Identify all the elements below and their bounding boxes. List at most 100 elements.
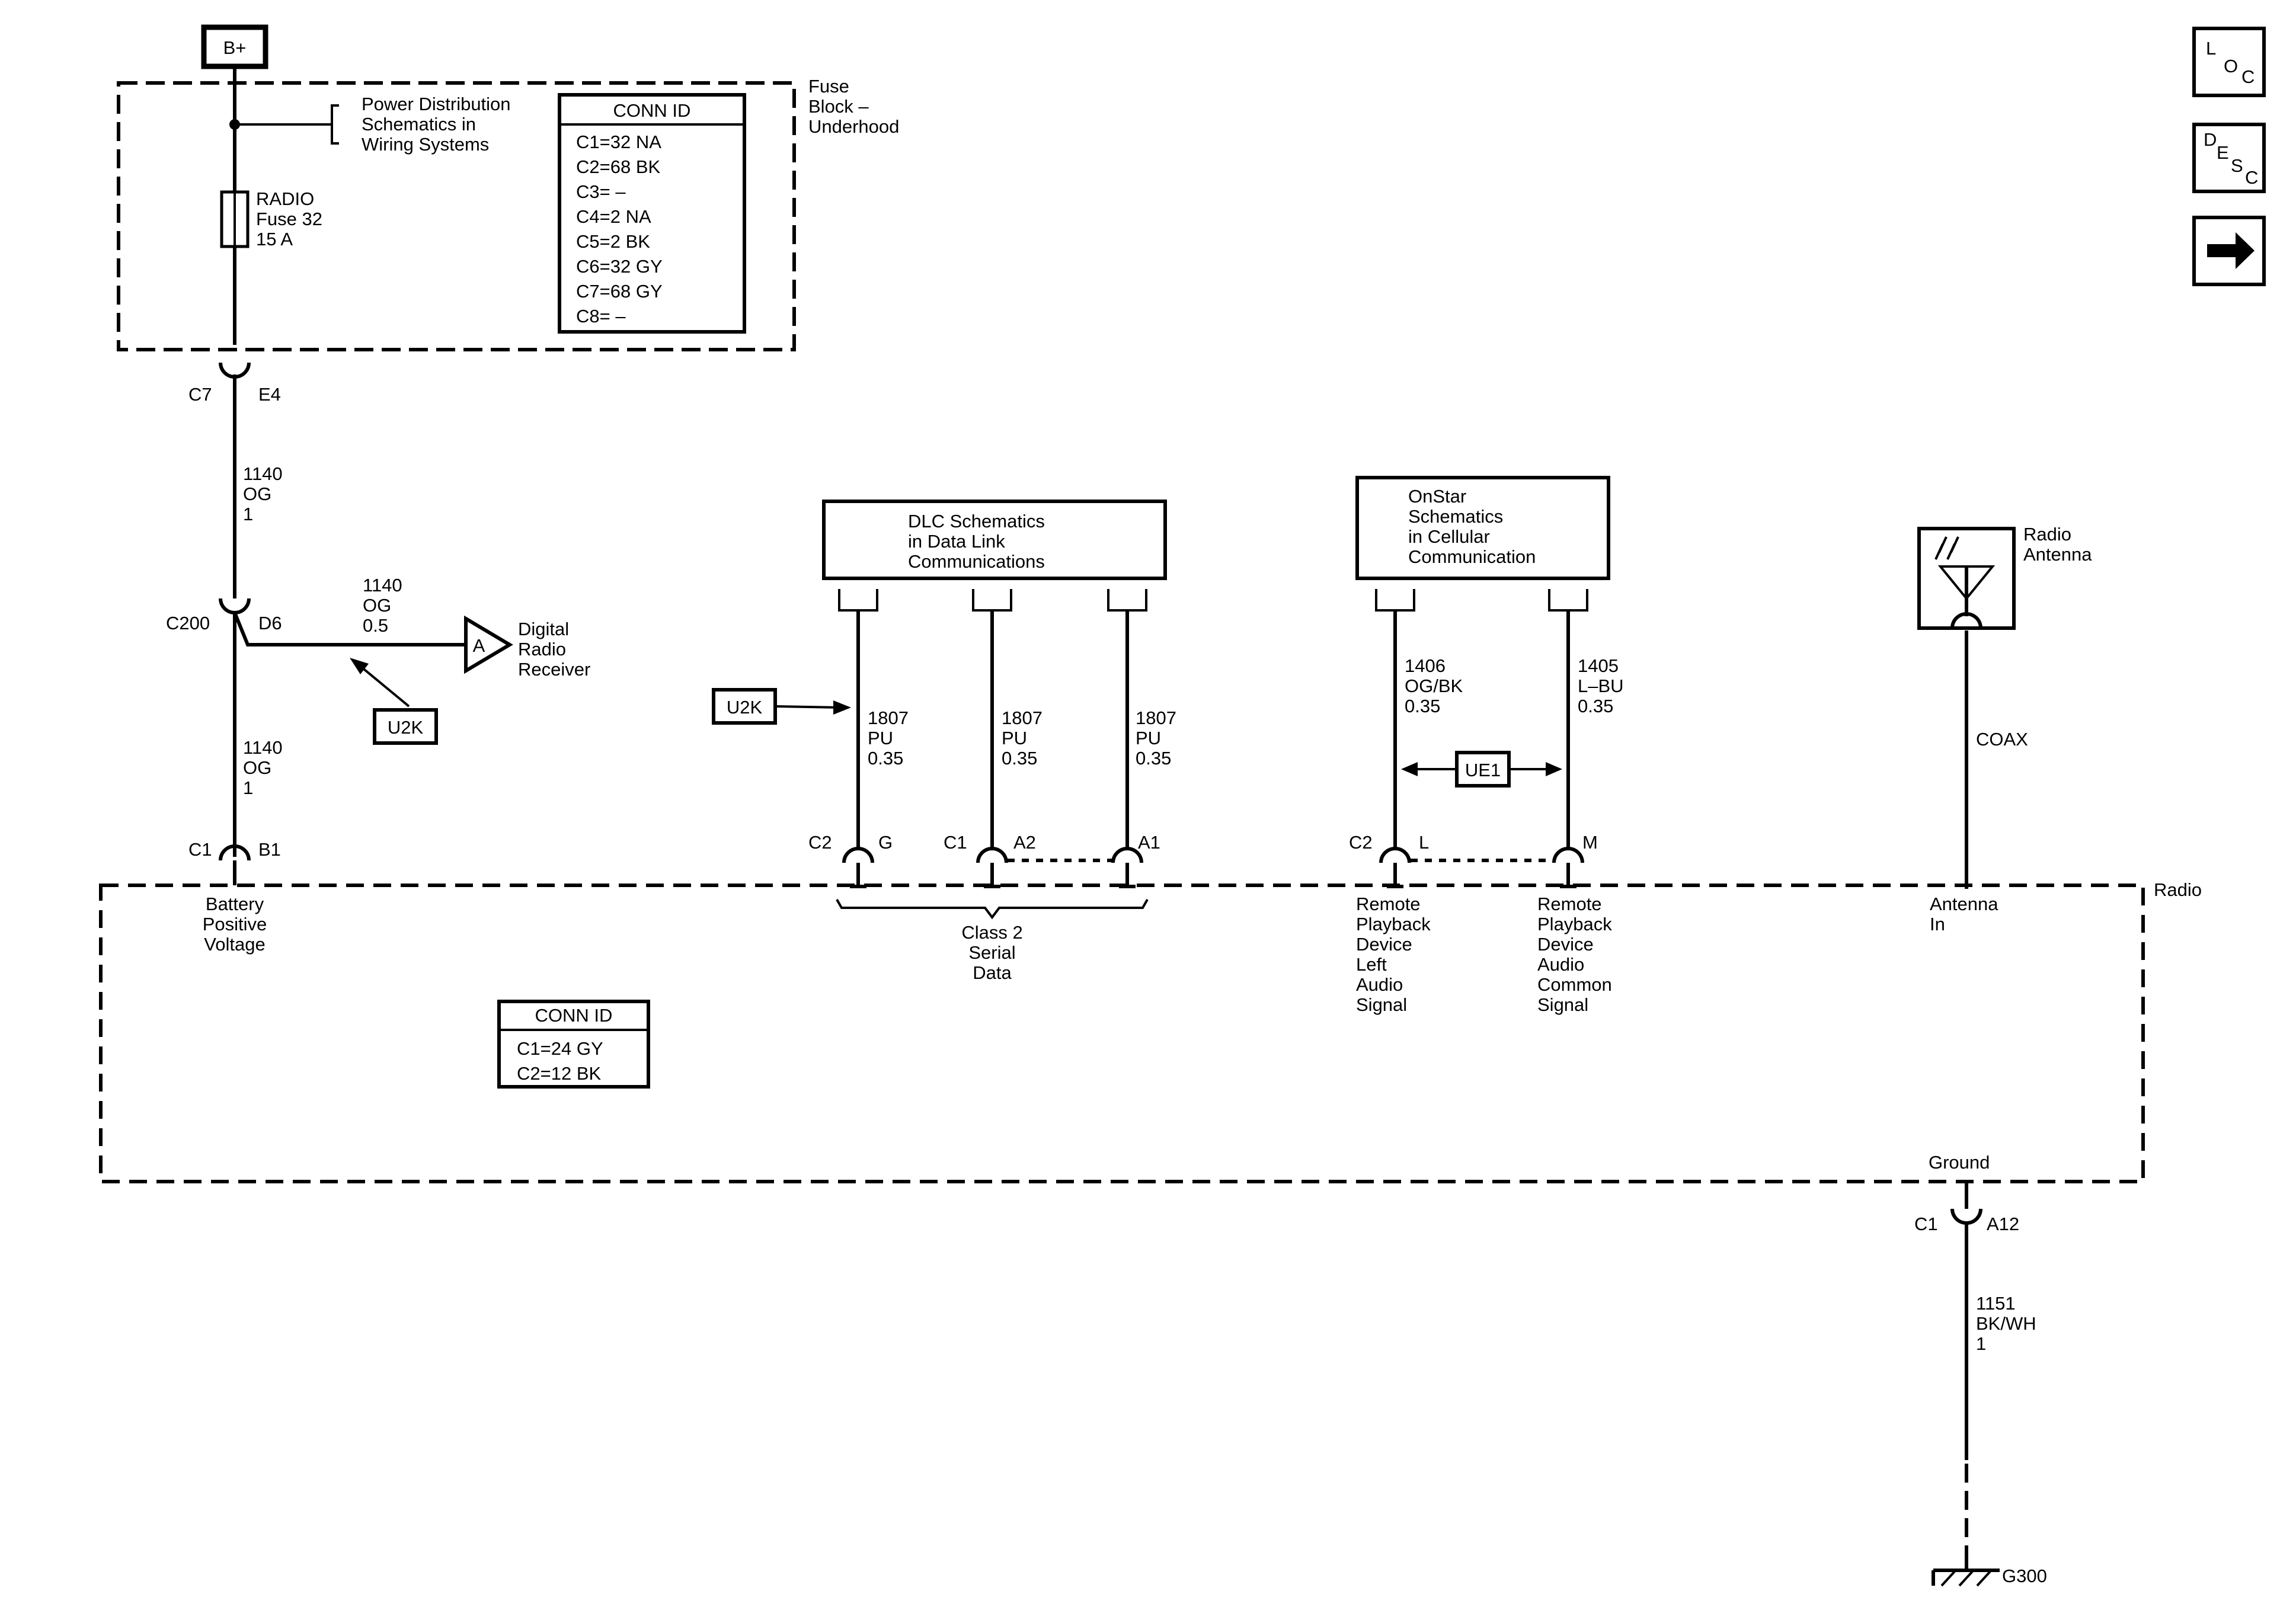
svg-text:Positive: Positive bbox=[203, 914, 267, 934]
power-distribution-reference: Power Distribution Schematics in Wiring … bbox=[362, 94, 511, 155]
svg-text:0.5: 0.5 bbox=[363, 615, 388, 636]
svg-text:OG/BK: OG/BK bbox=[1405, 676, 1463, 696]
svg-text:Fuse: Fuse bbox=[808, 76, 849, 97]
svg-text:B1: B1 bbox=[258, 839, 281, 860]
radio-module-boundary bbox=[99, 884, 2145, 1183]
radio-pin-c2-l: C2 L bbox=[1349, 832, 1429, 888]
svg-text:Signal: Signal bbox=[1537, 994, 1588, 1015]
svg-text:C2=68 BK: C2=68 BK bbox=[576, 156, 661, 177]
loc-icon[interactable]: L O C bbox=[2192, 27, 2266, 97]
wire-1151-label: 1151 BK/WH 1 bbox=[1976, 1293, 2036, 1354]
radio-conn-id-table: CONN ID C1=24 GY C2=12 BK bbox=[497, 1000, 650, 1089]
svg-text:C: C bbox=[2241, 66, 2255, 87]
svg-text:1: 1 bbox=[1976, 1333, 1986, 1354]
svg-text:A2: A2 bbox=[1013, 832, 1036, 853]
svg-text:C2: C2 bbox=[808, 832, 832, 853]
svg-text:Radio: Radio bbox=[2023, 524, 2071, 545]
svg-text:DLC Schematics: DLC Schematics bbox=[908, 511, 1045, 532]
svg-text:1807: 1807 bbox=[1136, 708, 1176, 728]
radio-label-battery-positive: Battery Positive Voltage bbox=[203, 894, 267, 955]
svg-text:OG: OG bbox=[243, 757, 271, 778]
svg-text:PU: PU bbox=[868, 728, 893, 748]
svg-text:Voltage: Voltage bbox=[204, 934, 265, 955]
svg-text:1807: 1807 bbox=[868, 708, 909, 728]
svg-text:C2=12 BK: C2=12 BK bbox=[517, 1063, 602, 1084]
next-arrow-icon[interactable] bbox=[2192, 216, 2266, 286]
svg-text:C1=24 GY: C1=24 GY bbox=[517, 1038, 603, 1059]
coax-label: COAX bbox=[1976, 729, 2028, 750]
wire-1140-top-label: 1140 OG 1 bbox=[243, 463, 283, 524]
wire-1807-a1-label: 1807 PU 0.35 bbox=[1136, 708, 1176, 769]
radio-pin-m: M bbox=[1552, 832, 1598, 888]
svg-text:OG: OG bbox=[363, 595, 391, 616]
svg-text:Playback: Playback bbox=[1537, 914, 1612, 934]
svg-text:1: 1 bbox=[243, 504, 253, 524]
radio-pin-c1-a2: C1 A2 bbox=[944, 832, 1036, 885]
ground-g300-icon bbox=[1932, 1556, 2000, 1587]
svg-text:0.35: 0.35 bbox=[1136, 748, 1171, 769]
wire-1140-branch-label: 1140 OG 0.5 bbox=[363, 575, 402, 636]
svg-text:S: S bbox=[2231, 155, 2243, 176]
svg-text:A1: A1 bbox=[1138, 832, 1160, 853]
svg-text:Schematics: Schematics bbox=[1408, 506, 1503, 527]
svg-text:L: L bbox=[2206, 38, 2216, 59]
svg-text:Remote: Remote bbox=[1356, 894, 1421, 914]
svg-text:Left: Left bbox=[1356, 954, 1387, 975]
svg-text:1406: 1406 bbox=[1405, 655, 1446, 676]
svg-text:Signal: Signal bbox=[1356, 994, 1407, 1015]
wire-1807-g-label: 1807 PU 0.35 bbox=[868, 708, 909, 769]
svg-text:Audio: Audio bbox=[1356, 974, 1403, 995]
svg-text:C1: C1 bbox=[188, 839, 212, 860]
radio-pin-c1-b1: C1 B1 bbox=[188, 839, 281, 885]
svg-text:C2: C2 bbox=[1349, 832, 1373, 853]
svg-text:Device: Device bbox=[1537, 934, 1594, 955]
svg-text:C200: C200 bbox=[166, 613, 210, 633]
svg-text:C5=2 BK: C5=2 BK bbox=[576, 231, 650, 252]
svg-text:L: L bbox=[1419, 832, 1429, 853]
svg-text:Communication: Communication bbox=[1408, 546, 1536, 567]
ground-g300-label: G300 bbox=[2002, 1566, 2047, 1586]
svg-text:Playback: Playback bbox=[1356, 914, 1431, 934]
svg-text:C1=32 NA: C1=32 NA bbox=[576, 132, 661, 152]
svg-text:Common: Common bbox=[1537, 974, 1612, 995]
radio-antenna-symbol bbox=[1917, 527, 2016, 630]
svg-text:Wiring Systems: Wiring Systems bbox=[362, 134, 489, 155]
connector-c7-e4: C7 E4 bbox=[188, 362, 281, 405]
desc-icon[interactable]: D E S C bbox=[2192, 123, 2266, 193]
svg-text:0.35: 0.35 bbox=[1002, 748, 1037, 769]
dlc-schematics-reference: DLC Schematics in Data Link Communicatio… bbox=[822, 500, 1167, 580]
svg-text:C4=2 NA: C4=2 NA bbox=[576, 206, 651, 227]
svg-text:1807: 1807 bbox=[1002, 708, 1043, 728]
svg-text:Data: Data bbox=[973, 962, 1012, 983]
svg-text:U2K: U2K bbox=[727, 697, 763, 718]
svg-text:C8= –: C8= – bbox=[576, 306, 626, 327]
svg-text:OG: OG bbox=[243, 484, 271, 504]
wire-1140-bottom-label: 1140 OG 1 bbox=[243, 737, 283, 798]
svg-text:C7=68 GY: C7=68 GY bbox=[576, 281, 663, 302]
radio-label-remote-playback-common: Remote Playback Device Audio Common Sign… bbox=[1537, 894, 1612, 1015]
svg-text:C1: C1 bbox=[944, 832, 967, 853]
svg-text:Remote: Remote bbox=[1537, 894, 1602, 914]
svg-text:Receiver: Receiver bbox=[518, 659, 590, 680]
svg-text:Battery: Battery bbox=[206, 894, 264, 914]
option-u2k-left: U2K bbox=[350, 658, 438, 745]
svg-text:CONN ID: CONN ID bbox=[535, 1005, 613, 1026]
svg-text:A12: A12 bbox=[1987, 1214, 2019, 1234]
fuse-block-conn-id-table: CONN ID C1=32 NA C2=68 BK C3= – C4=2 NA … bbox=[558, 93, 746, 334]
svg-text:Schematics in: Schematics in bbox=[362, 114, 476, 135]
svg-text:O: O bbox=[2224, 56, 2238, 76]
svg-text:Antenna: Antenna bbox=[2023, 544, 2092, 565]
svg-text:Communications: Communications bbox=[908, 551, 1045, 572]
svg-text:PU: PU bbox=[1136, 728, 1161, 748]
radio-antenna-label: Radio Antenna bbox=[2023, 524, 2092, 565]
svg-text:E4: E4 bbox=[258, 384, 281, 405]
svg-text:Serial: Serial bbox=[968, 942, 1015, 963]
connector-c200-d6: C200 D6 bbox=[166, 598, 282, 633]
option-u2k-data: U2K bbox=[712, 688, 851, 725]
radio-pin-c2-g: C2 G bbox=[808, 832, 893, 885]
radio-label-ground: Ground bbox=[1929, 1152, 1990, 1173]
svg-text:D: D bbox=[2204, 129, 2217, 150]
svg-text:1140: 1140 bbox=[363, 575, 402, 596]
svg-text:B+: B+ bbox=[223, 37, 247, 58]
